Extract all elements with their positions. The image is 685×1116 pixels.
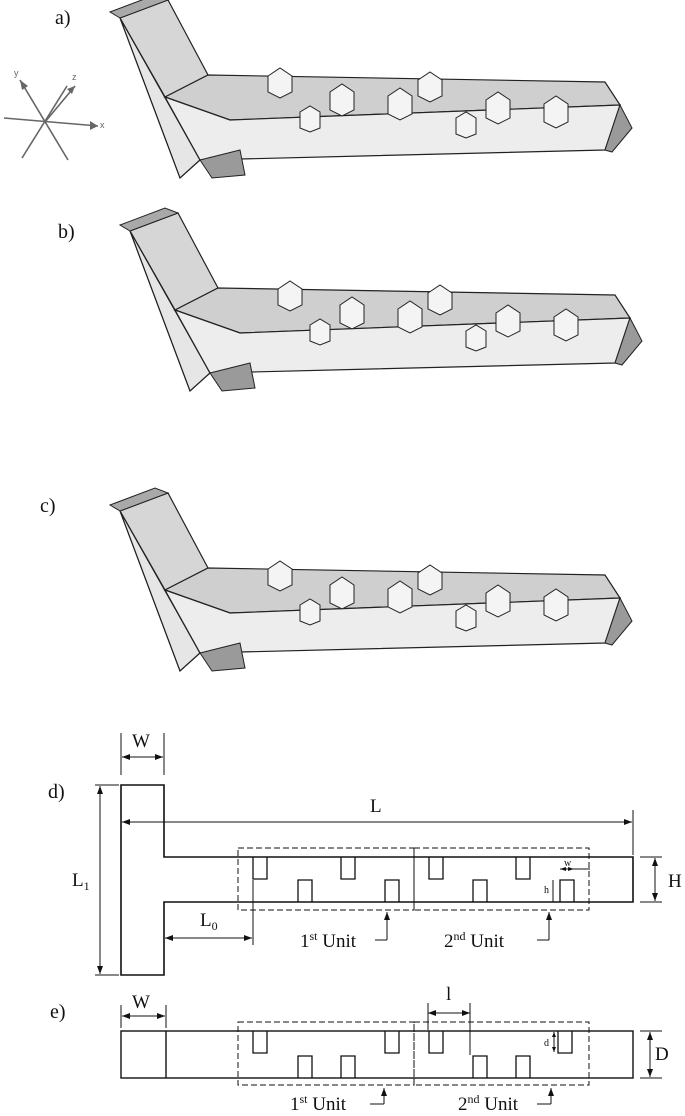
panel-label-d: d) (48, 781, 65, 803)
panel-label-c: c) (40, 495, 56, 517)
first-unit-label-top: 1st Unit (300, 929, 357, 952)
dim-W-top: W (132, 731, 150, 752)
second-unit-label-side: 2nd Unit (458, 1092, 519, 1115)
baffles-top-view (252, 857, 575, 902)
dimension-arrows-top (97, 754, 658, 974)
dim-l: l (446, 984, 451, 1005)
baffles-side-view (252, 1031, 573, 1078)
unit-boxes-top (237, 847, 590, 911)
dim-L1: L1 (72, 870, 90, 893)
dimension-arrows-side (122, 1010, 653, 1096)
dim-h: h (544, 885, 549, 896)
dimension-lines-top (95, 733, 662, 976)
unit-boxes-side (237, 1021, 590, 1086)
dim-w: w (564, 858, 572, 869)
dim-W-side: W (132, 992, 150, 1013)
dim-L: L (370, 796, 382, 817)
dim-L0: L0 (200, 910, 218, 933)
top-view-d (120, 784, 634, 976)
channel-3d-view-c (109, 487, 633, 672)
dim-H: H (668, 871, 682, 892)
dim-d: d (544, 1038, 549, 1049)
z-axis-label: z (72, 72, 77, 82)
y-axis-arrow (20, 80, 28, 90)
side-view-e (120, 1030, 634, 1079)
coordinate-axes (3, 79, 99, 161)
z-axis-arrow (67, 86, 75, 94)
panel-label-b: b) (58, 221, 75, 243)
panel-label-a: a) (55, 7, 71, 29)
first-unit-label-side: 1st Unit (290, 1092, 347, 1115)
second-unit-label-top: 2nd Unit (444, 929, 505, 952)
tee-outline-top (120, 784, 634, 976)
x-axis-arrow (90, 121, 98, 130)
channel-3d-view-b (119, 207, 643, 392)
x-axis-label: x (100, 120, 105, 130)
channel-3d-view-a (109, 0, 633, 179)
dim-D: D (655, 1044, 669, 1065)
y-axis-label: y (14, 68, 19, 78)
panel-label-e: e) (50, 1001, 66, 1023)
